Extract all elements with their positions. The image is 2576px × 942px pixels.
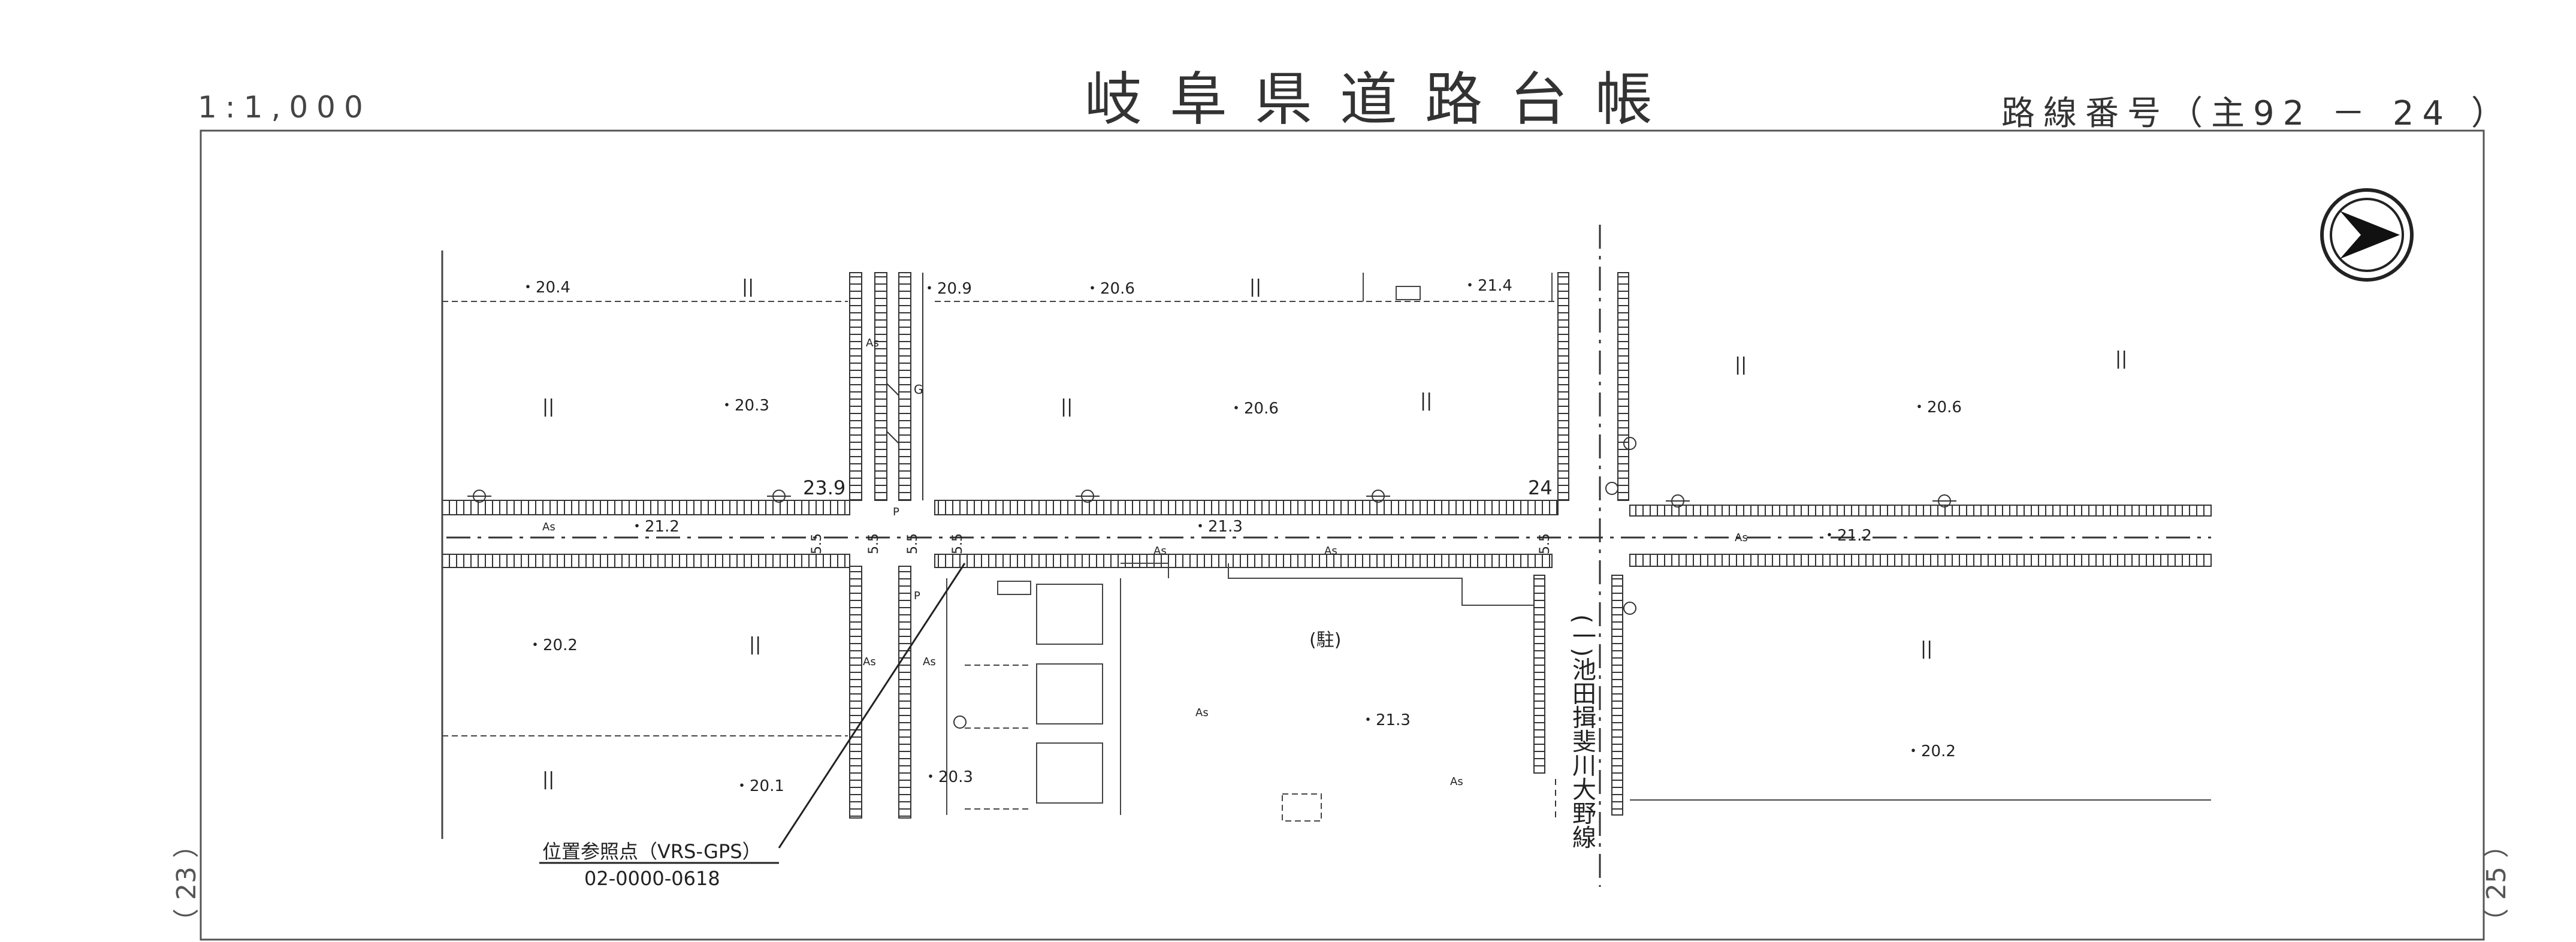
side-road-left [849,272,923,819]
reference-point-title: 位置参照点（VRS-GPS） [542,840,762,863]
side-road-right [1533,225,1629,887]
surface-asphalt-3: As [1324,545,1337,557]
field-mark-1: || [742,276,754,297]
width-label-a: 5.5 [810,533,825,554]
elevation-15: ・20.2 [1905,742,1956,760]
elevation-14: ・20.1 [734,777,784,795]
surface-asphalt-8: As [1450,775,1463,788]
width-label-c: 5.5 [905,533,920,554]
elevation-4: ・21.4 [1462,277,1512,295]
elevation-13: ・20.3 [923,768,973,786]
intersecting-route-name: (一)池田揖斐川大野線 [1568,614,1596,849]
elevation-12: ・21.3 [1360,711,1411,729]
pole-markers [467,437,1956,729]
field-mark-2: || [542,396,554,417]
field-mark-3: || [1061,396,1073,417]
field-mark-10: || [1920,638,1932,659]
elevation-9: ・21.3 [1192,518,1243,536]
field-mark-6: || [1735,354,1747,375]
station-23-9: 23.9 [803,476,845,499]
surface-asphalt-9: As [866,337,879,349]
station-24: 24 [1528,476,1553,499]
field-mark-5: || [1420,390,1432,411]
elevation-5: ・20.3 [719,397,769,415]
pole-label-1: P [893,506,899,518]
surface-asphalt-5: As [863,656,876,668]
field-mark-9: || [542,769,554,790]
width-label-b: 5.5 [866,533,881,554]
surface-asphalt-6: As [923,656,936,668]
width-label-d: 5.5 [950,533,965,554]
reference-point-leader [539,563,966,864]
north-arrow-icon [2320,188,2414,282]
elevation-6: ・20.6 [1228,400,1279,418]
surface-asphalt-4: As [1735,532,1748,544]
width-label-e: 5.5 [1538,533,1553,554]
main-road [442,500,2212,568]
field-mark-7: || [2115,348,2127,369]
parcel-boundaries [441,250,2211,839]
elevation-2: ・20.9 [922,280,972,298]
surface-asphalt-1: As [542,521,555,533]
sheet-frame [200,129,2485,941]
surface-asphalt-2: As [1153,545,1167,557]
elevation-10: ・21.2 [1822,527,1872,545]
surface-gravel: G [914,382,923,397]
elevation-1: ・20.4 [520,279,570,297]
field-mark-8: || [749,634,761,655]
scale-label: 1:1,000 [198,90,372,125]
route-number: 路線番号（主92 － 24 ） [2001,94,2513,133]
parking-label: (駐) [1309,630,1341,651]
elevation-3: ・20.6 [1085,280,1135,298]
sheet-title: 岐阜県道路台帳 [1085,66,1680,133]
surface-asphalt-7: As [1195,707,1209,719]
pole-label-2: P [914,590,920,602]
field-mark-4: || [1249,276,1261,297]
elevation-8: ・21.2 [629,518,680,536]
reference-point-code: 02-0000-0618 [584,867,720,890]
elevation-7: ・20.6 [1911,398,1962,416]
elevation-11: ・20.2 [527,636,578,654]
